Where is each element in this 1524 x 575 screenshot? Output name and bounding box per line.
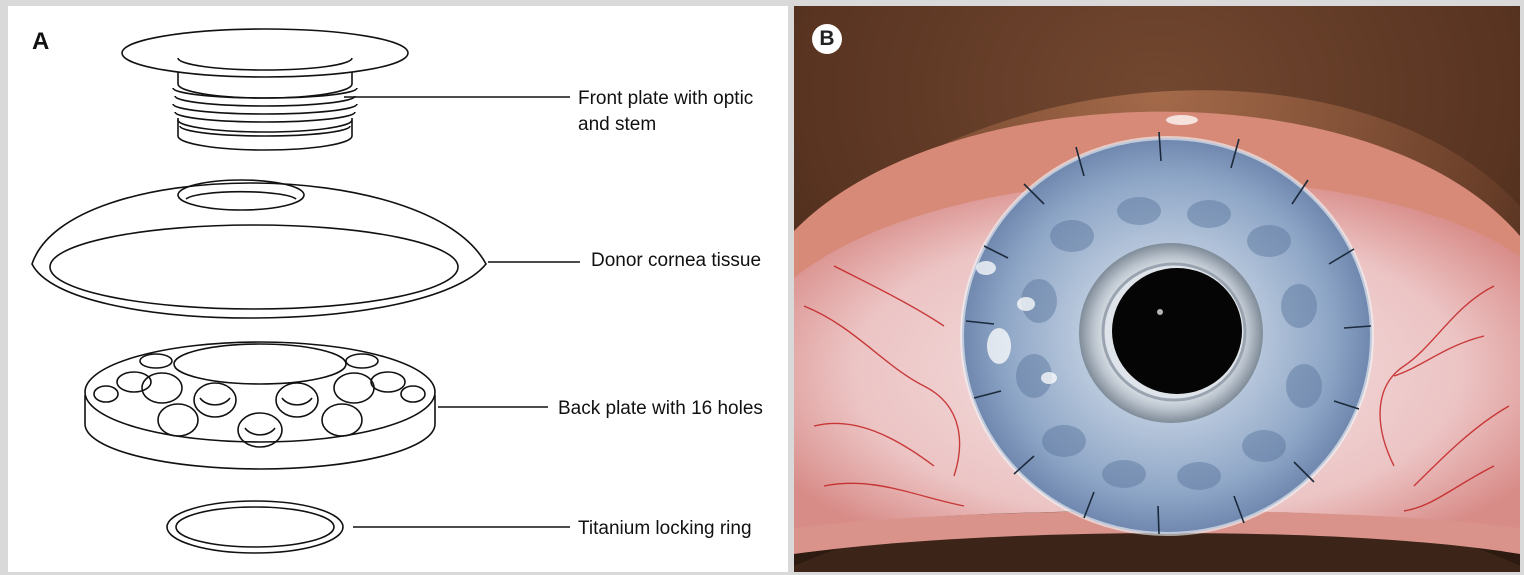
panel-a-diagram: A bbox=[8, 6, 788, 572]
label-front-plate: Front plate with optic and stem bbox=[578, 86, 753, 138]
front-plate-illustration bbox=[122, 29, 408, 150]
label-donor-cornea: Donor cornea tissue bbox=[591, 248, 761, 274]
label-locking-ring: Titanium locking ring bbox=[578, 516, 752, 542]
implanted-eye-photograph bbox=[794, 6, 1520, 572]
back-plate-illustration bbox=[85, 342, 435, 469]
label-back-plate: Back plate with 16 holes bbox=[558, 396, 763, 422]
donor-cornea-illustration bbox=[32, 180, 486, 318]
pupil-optic bbox=[1112, 268, 1242, 394]
panel-b-eye-photo: B bbox=[794, 6, 1520, 572]
panel-b-letter: B bbox=[812, 24, 842, 54]
locking-ring-illustration bbox=[167, 501, 343, 553]
